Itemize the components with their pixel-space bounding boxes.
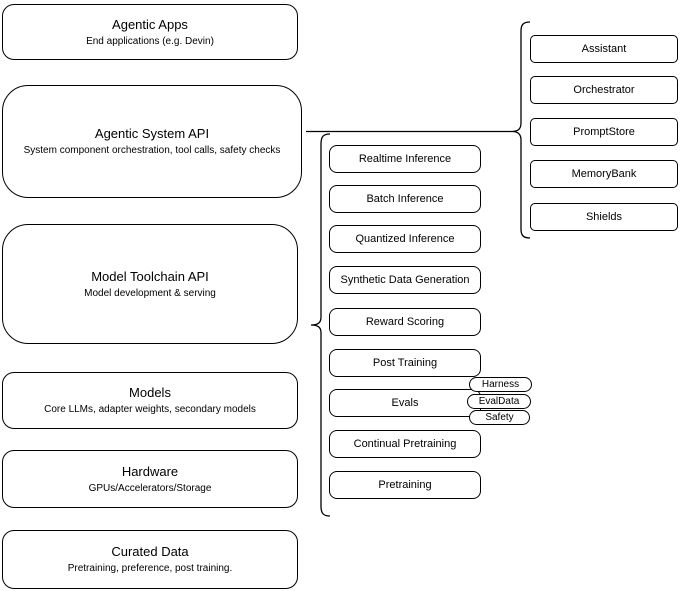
node-title: Models xyxy=(129,385,171,400)
node-evals-tag-safety: Safety xyxy=(469,410,530,425)
node-realtime-inference: Realtime Inference xyxy=(329,145,481,173)
node-model-toolchain-api: Model Toolchain API Model development & … xyxy=(2,224,298,344)
node-subtitle: Model development & serving xyxy=(84,287,216,299)
node-subtitle: Pretraining, preference, post training. xyxy=(67,563,233,574)
node-title: Agentic System API xyxy=(94,126,210,141)
node-title: Model Toolchain API xyxy=(91,268,209,284)
node-label: Evals xyxy=(391,397,419,409)
node-memorybank: MemoryBank xyxy=(530,160,678,188)
node-label: Realtime Inference xyxy=(358,153,452,165)
node-label: Quantized Inference xyxy=(355,233,455,245)
node-label: Shields xyxy=(585,211,623,223)
node-label: Safety xyxy=(485,411,514,423)
node-label: Orchestrator xyxy=(573,84,635,96)
node-label: EvalData xyxy=(478,395,520,407)
node-title: Agentic Apps xyxy=(112,16,188,32)
node-pretraining: Pretraining xyxy=(329,471,481,499)
node-post-training: Post Training xyxy=(329,349,481,377)
node-label: Harness xyxy=(481,378,520,390)
node-curated-data: Curated Data Pretraining, preference, po… xyxy=(2,530,298,589)
node-evals: Evals xyxy=(329,389,481,417)
node-models: Models Core LLMs, adapter weights, secon… xyxy=(2,372,298,429)
node-label: Continual Pretraining xyxy=(353,438,457,450)
node-evals-tag-harness: Harness xyxy=(469,377,532,392)
node-promptstore: PromptStore xyxy=(530,118,678,146)
node-label: Batch Inference xyxy=(366,193,444,205)
node-label: MemoryBank xyxy=(571,168,637,180)
node-batch-inference: Batch Inference xyxy=(329,185,481,213)
node-quantized-inference: Quantized Inference xyxy=(329,225,481,253)
node-label: Post Training xyxy=(372,357,438,369)
node-evals-tag-evaldata: EvalData xyxy=(467,394,531,409)
system-brace xyxy=(511,21,531,239)
node-continual-pretraining: Continual Pretraining xyxy=(329,430,481,458)
node-label: Assistant xyxy=(581,43,627,55)
node-subtitle: GPUs/Accelerators/Storage xyxy=(88,482,212,494)
node-title: Hardware xyxy=(121,463,179,479)
node-label: PromptStore xyxy=(573,126,635,138)
node-subtitle: End applications (e.g. Devin) xyxy=(86,35,214,47)
node-title: Curated Data xyxy=(111,544,189,559)
toolchain-brace xyxy=(310,133,331,517)
node-orchestrator: Orchestrator xyxy=(530,76,678,104)
node-hardware: Hardware GPUs/Accelerators/Storage xyxy=(2,450,298,508)
node-synthetic-data-generation: Synthetic Data Generation xyxy=(329,266,481,294)
node-subtitle: Core LLMs, adapter weights, secondary mo… xyxy=(44,404,256,415)
node-agentic-apps: Agentic Apps End applications (e.g. Devi… xyxy=(2,4,298,60)
node-reward-scoring: Reward Scoring xyxy=(329,308,481,336)
node-assistant: Assistant xyxy=(530,35,678,63)
node-subtitle: System component orchestration, tool cal… xyxy=(23,145,281,156)
node-agentic-system-api: Agentic System API System component orch… xyxy=(2,85,302,198)
node-shields: Shields xyxy=(530,203,678,231)
node-label: Pretraining xyxy=(378,479,432,491)
node-label: Reward Scoring xyxy=(365,316,445,328)
node-label: Synthetic Data Generation xyxy=(340,274,470,286)
